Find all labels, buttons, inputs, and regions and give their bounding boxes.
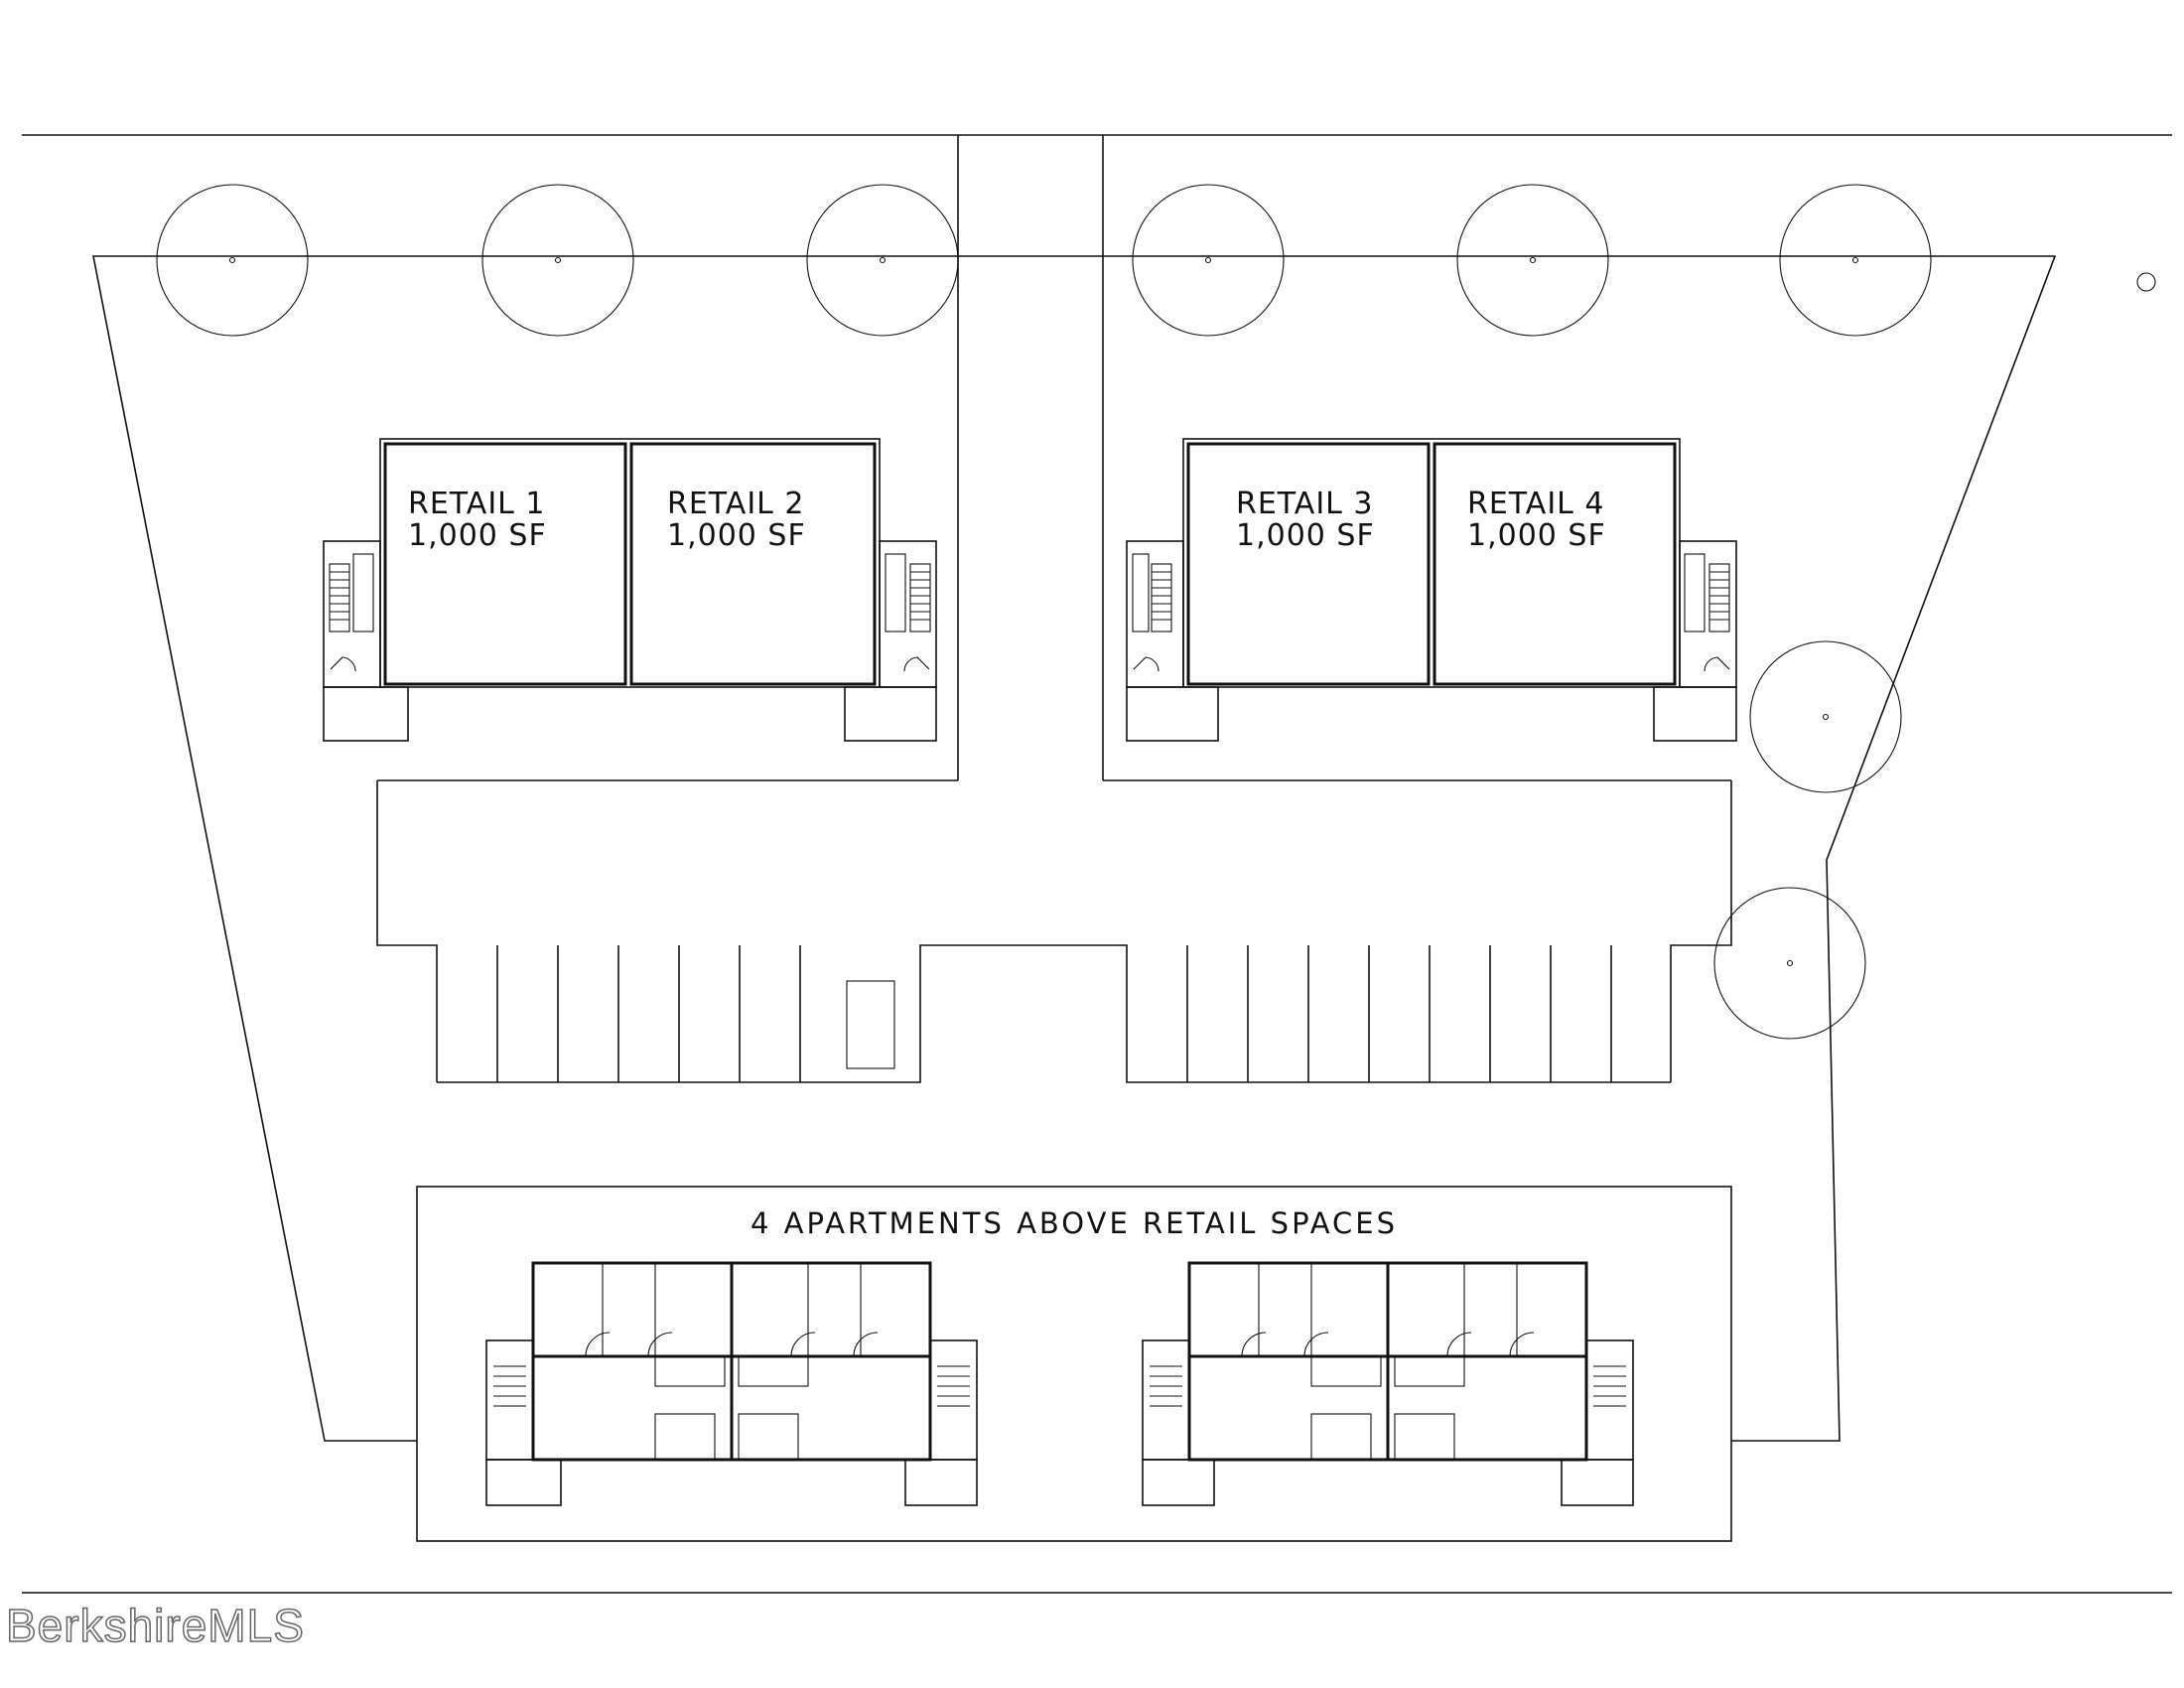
tree-icon	[1779, 184, 1932, 337]
retail-building-left	[323, 438, 937, 742]
watermark: BerkshireMLS	[5, 1599, 305, 1652]
retail-2-area: 1,000 SF	[667, 518, 806, 553]
retail-2-name: RETAIL 2	[667, 487, 805, 521]
retail-3-name: RETAIL 3	[1236, 487, 1374, 521]
parking-lot	[376, 780, 1732, 1083]
tree-icon	[1456, 184, 1609, 337]
tree-icon	[1132, 184, 1285, 337]
tree-icon	[1749, 640, 1902, 793]
parking-stall-lines	[496, 945, 1612, 1082]
marker-icon	[2136, 272, 2156, 292]
dumpster-pad	[846, 980, 895, 1069]
retail-1-name: RETAIL 1	[408, 487, 546, 521]
retail-building-right	[1126, 438, 1737, 742]
retail-4-area: 1,000 SF	[1467, 518, 1606, 553]
property-boundary	[92, 255, 2057, 1442]
tree-icon	[1713, 887, 1866, 1040]
apartment-plan-right	[1142, 1261, 1634, 1506]
tree-icons	[156, 184, 2156, 1040]
apartments-caption: 4 APARTMENTS ABOVE RETAIL SPACES	[751, 1206, 1398, 1240]
tree-icon	[806, 184, 959, 337]
apartment-plan-left	[485, 1261, 978, 1506]
tree-icon	[156, 184, 309, 337]
retail-4-name: RETAIL 4	[1467, 487, 1605, 521]
retail-1-area: 1,000 SF	[408, 518, 547, 553]
retail-3-area: 1,000 SF	[1236, 518, 1375, 553]
apartments-inset: 4 APARTMENTS ABOVE RETAIL SPACES	[416, 1186, 1732, 1542]
tree-icon	[481, 184, 634, 337]
